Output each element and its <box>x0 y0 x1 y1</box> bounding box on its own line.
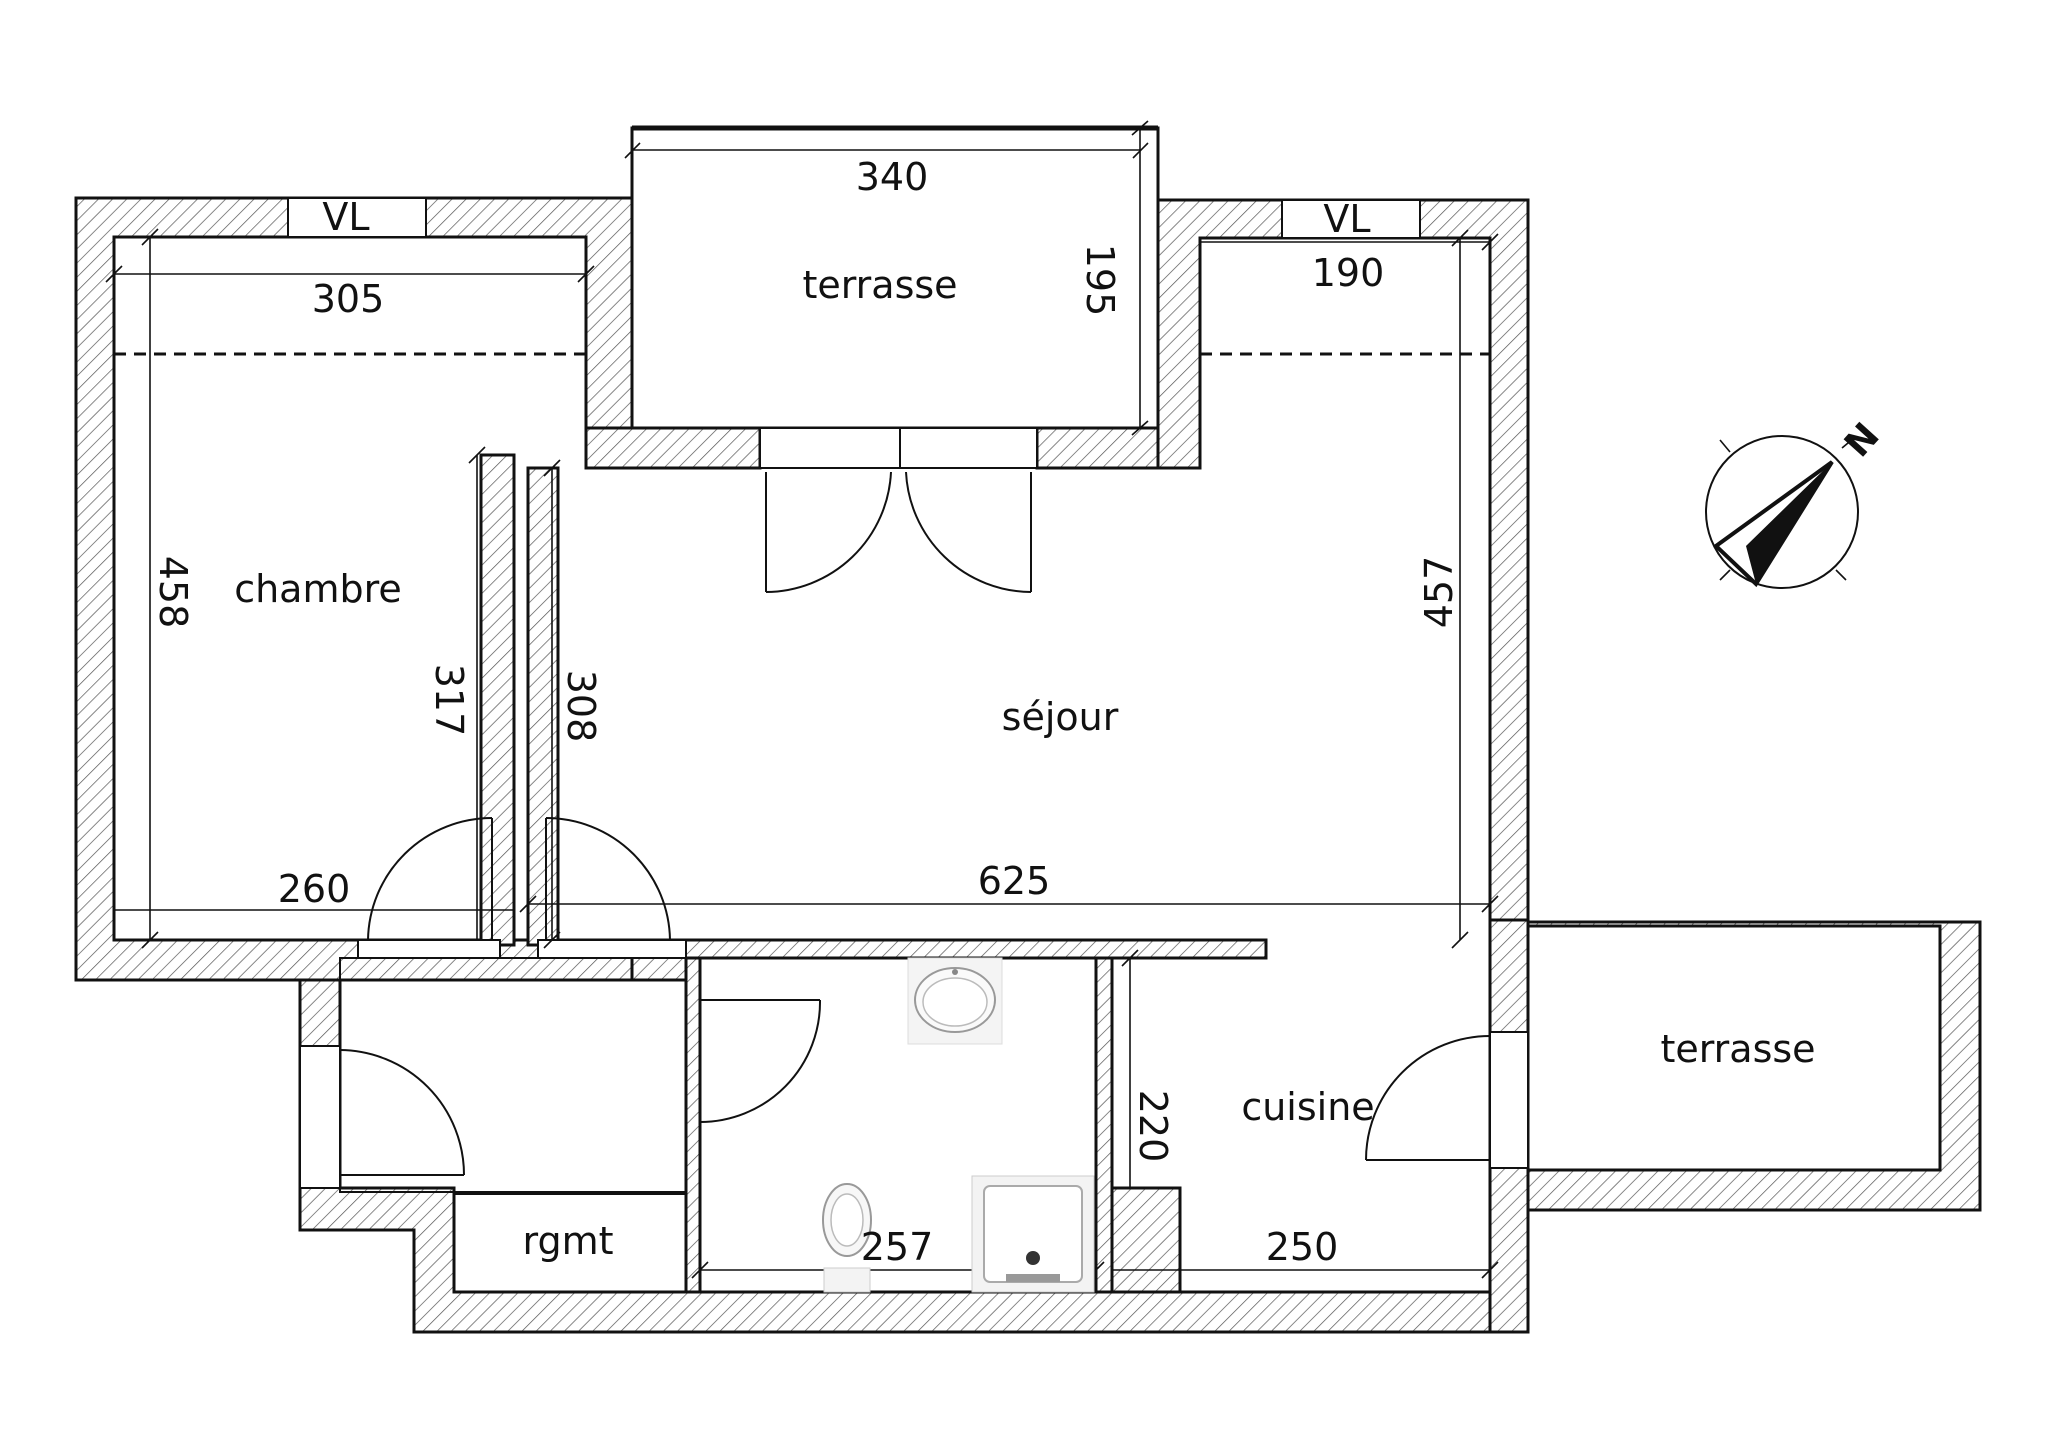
dimension-lines <box>105 228 1499 1279</box>
dim-317: 317 <box>427 664 471 737</box>
dim-308: 308 <box>559 670 603 743</box>
window-vl-left <box>287 197 427 238</box>
door-panel-left <box>759 427 901 469</box>
kitchen-door <box>1365 1031 1529 1169</box>
label-terrasse-top: terrasse <box>802 263 957 307</box>
interior-walls <box>339 453 1268 1294</box>
window-vl-right <box>1281 199 1421 239</box>
dim-257: 257 <box>861 1225 934 1269</box>
door-living-opening <box>537 939 687 959</box>
sink-fixture <box>907 957 1003 1045</box>
shower-fixture <box>971 1175 1095 1293</box>
compass-north-label: N <box>1837 415 1888 465</box>
label-terrasse-right: terrasse <box>1660 1027 1815 1071</box>
window-vl-right-label: VL <box>1323 197 1370 241</box>
toilet-fixture <box>822 1183 872 1293</box>
dim-220: 220 <box>1131 1090 1175 1163</box>
exterior-walls <box>74 196 1982 1334</box>
bedroom-doors <box>357 817 687 959</box>
label-chambre: chambre <box>234 567 402 611</box>
label-sejour: séjour <box>1002 695 1119 739</box>
rgmt-outline <box>453 1193 687 1293</box>
dim-625: 625 <box>978 859 1051 903</box>
label-rgmt: rgmt <box>523 1219 614 1263</box>
door-kitchen-opening <box>1489 1031 1529 1169</box>
dim-190: 190 <box>1312 251 1385 295</box>
bathroom-door <box>699 999 822 1123</box>
wall-kitchen-stub <box>1110 1186 1182 1294</box>
dim-457: 457 <box>1417 556 1461 629</box>
wall-bath-left <box>684 956 702 1294</box>
dim-195: 195 <box>1078 244 1122 317</box>
dim-340: 340 <box>856 155 929 199</box>
door-panel-right <box>899 427 1038 469</box>
svg-text:N: N <box>1837 415 1888 465</box>
windows: VL VL <box>287 195 1421 241</box>
dim-250: 250 <box>1266 1225 1339 1269</box>
wall-bath-right <box>1094 956 1114 1294</box>
hall-door <box>299 1045 465 1189</box>
wall-terrace-top-left <box>584 426 762 470</box>
dim-305: 305 <box>312 277 385 321</box>
label-cuisine: cuisine <box>1241 1085 1374 1129</box>
door-bedroom-opening <box>357 939 501 959</box>
dim-458: 458 <box>151 556 195 629</box>
wall-bedroom-partition-b <box>526 466 560 947</box>
wall-bedroom-partition-a <box>479 453 516 947</box>
wall-lower-outline <box>298 978 1492 1334</box>
compass-icon: N <box>1705 415 1888 589</box>
door-entry-opening <box>299 1045 341 1189</box>
dimension-labels: 340 305 195 190 458 317 308 457 260 625 … <box>151 155 1461 1269</box>
room-labels: terrasse chambre séjour terrasse cuisine… <box>234 263 1815 1263</box>
window-vl-left-label: VL <box>322 195 369 239</box>
wall-living-right <box>1156 198 1530 1334</box>
french-doors <box>759 427 1038 593</box>
hall-outline <box>339 957 687 1193</box>
dim-260: 260 <box>278 867 351 911</box>
